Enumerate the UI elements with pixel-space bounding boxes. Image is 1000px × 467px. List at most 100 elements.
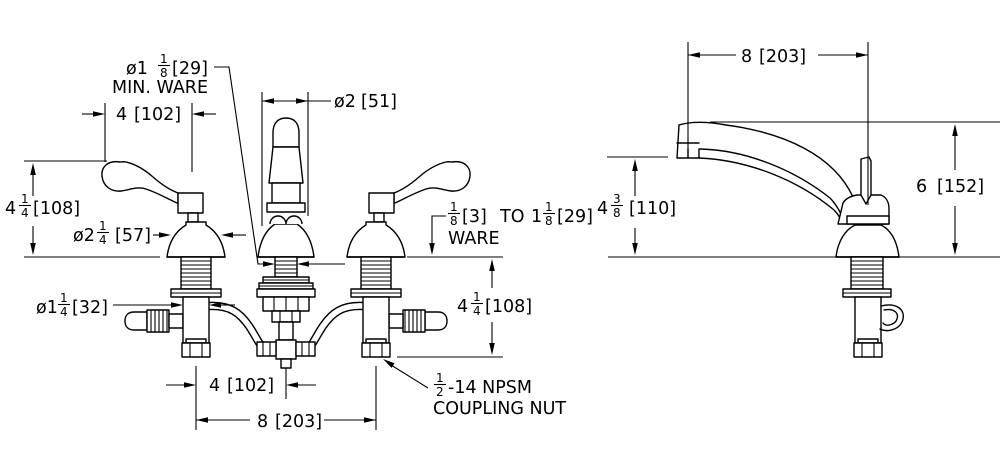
spout-block — [271, 182, 301, 204]
coupling-frac-den: 2 — [436, 385, 444, 399]
escutcheon-dia-prefix: ø2 — [334, 92, 356, 112]
handle-neck — [187, 212, 199, 223]
side-bell-base — [835, 224, 900, 258]
height-below-frac-den: 4 — [473, 304, 481, 318]
side-threaded-shank — [850, 256, 884, 290]
handle-base-dia-prefix: ø2 — [73, 226, 95, 246]
front-view-dimensions: 4 [102] ø1 1 8 [29] MIN. WARE ø2 [51] — [5, 52, 593, 432]
outlet-clearance-num: 3 — [613, 192, 621, 206]
dim-handle-base-diameter: ø2 1 4 [57] — [73, 219, 246, 247]
spout-shank — [274, 256, 298, 278]
ware-frac1-num: 1 — [450, 200, 458, 214]
side-coupling-nut — [853, 338, 883, 358]
center-spacing-metric: [102] — [227, 376, 274, 396]
height-above-frac-num: 1 — [21, 192, 29, 206]
ware-whole2: 1 — [531, 207, 542, 227]
dim-shank-diameter: ø1 1 4 [32] — [36, 291, 235, 319]
handle-base-dia-num: 1 — [99, 219, 107, 233]
outlet-clearance-metric: [110] — [629, 199, 676, 219]
tee-right-nut — [295, 341, 316, 357]
dim-height-below-deck: 4 1 4 [108] — [397, 259, 532, 358]
min-ware-prefix: ø1 — [126, 59, 148, 79]
min-ware-frac-num: 1 — [160, 52, 168, 66]
shank-dia-prefix: ø1 — [36, 298, 58, 318]
dim-min-ware: ø1 1 8 [29] MIN. WARE — [112, 52, 345, 267]
ware-frac2-num: 1 — [545, 200, 553, 214]
spout-column — [268, 146, 304, 184]
shank-dia-den: 4 — [60, 305, 68, 319]
center-spacing-value: 4 — [209, 376, 220, 396]
spout-base-bell — [257, 223, 315, 258]
handle-length-value: 4 — [116, 105, 127, 125]
spout-height-metric: [152] — [937, 177, 984, 197]
side-view-dimensions: 8 [203] 4 3 8 [110] 6 [152] — [597, 42, 1000, 258]
overall-spacing-metric: [203] — [275, 412, 322, 432]
dim-overall-center-spacing: 8 [203] — [196, 412, 376, 432]
dim-coupling-nut: 1 2 -14 NPSM COUPLING NUT — [383, 359, 566, 419]
dim-spout-reach: 8 [203] — [687, 42, 869, 205]
right-handle-assembly — [307, 162, 470, 357]
handle-stem — [177, 192, 204, 214]
dim-spout-height: 6 [152] — [710, 121, 1000, 255]
dim-escutcheon-diameter: ø2 [51] — [261, 92, 397, 226]
spout-collar — [266, 202, 306, 213]
threaded-shank — [180, 256, 212, 290]
spout-cap — [272, 117, 300, 148]
height-below-frac-num: 1 — [473, 290, 481, 304]
dim-faucet-center-spacing: 4 [102] — [166, 366, 377, 430]
washers — [258, 276, 314, 290]
ware-frac2-den: 8 — [545, 214, 553, 228]
control-lever — [860, 156, 872, 205]
front-view — [101, 117, 470, 369]
flange-ring — [256, 288, 316, 298]
lobed-locknut — [262, 296, 310, 312]
tee-body — [275, 339, 297, 360]
center-tube — [278, 321, 294, 341]
coupling-frac-num: 1 — [436, 371, 444, 385]
housing-collar — [846, 215, 890, 225]
side-valve-body — [854, 296, 882, 344]
height-below-metric: [108] — [485, 297, 532, 317]
coupling-nut — [181, 338, 211, 358]
dim-height-above-deck: 4 1 4 [108] — [5, 160, 160, 258]
dim-outlet-clearance: 4 3 8 [110] — [597, 156, 676, 255]
dim-handle-length: 4 [102] — [82, 103, 216, 172]
handle-base-dia-metric: [57] — [115, 226, 151, 246]
handle-base-dia-den: 4 — [99, 233, 107, 247]
escutcheon-dia-metric: [51] — [361, 92, 397, 112]
side-mounting-flange — [842, 288, 892, 298]
spout-reach-metric: [203] — [759, 47, 806, 67]
height-above-metric: [108] — [33, 199, 80, 219]
spout-height-value: 6 — [916, 177, 927, 197]
shank-dia-num: 1 — [60, 291, 68, 305]
dim-ware-thickness: 1 8 [3] TO 1 1 8 [29] WARE — [407, 200, 593, 258]
swivel-joint — [269, 215, 303, 225]
ware-note: WARE — [448, 229, 500, 249]
height-above-whole: 4 — [5, 199, 16, 219]
ware-joiner: TO — [499, 207, 524, 227]
hose-hook — [879, 304, 904, 332]
min-ware-note: MIN. WARE — [112, 78, 208, 98]
handle-length-metric: [102] — [134, 105, 181, 125]
wrist-blade-handle — [101, 160, 179, 204]
tee-outlet-stub — [280, 358, 292, 369]
coupling-note: COUPLING NUT — [433, 399, 566, 419]
hex-fitting — [271, 310, 301, 323]
valve-body — [182, 296, 210, 344]
tee-left-nut — [256, 341, 277, 357]
inlet-fitting — [124, 309, 184, 333]
spout-side — [676, 121, 854, 225]
outlet-clearance-whole: 4 — [597, 199, 608, 219]
spout-reach-value: 8 — [741, 47, 752, 67]
shank-dia-metric: [32] — [72, 298, 108, 318]
spout-mid-edge — [699, 148, 842, 215]
min-ware-metric: [29] — [172, 59, 208, 79]
overall-spacing-value: 8 — [257, 412, 268, 432]
left-handle-assembly — [101, 160, 270, 358]
height-below-whole: 4 — [457, 297, 468, 317]
handle-bell-base — [166, 221, 226, 258]
ware-metric1: [3] — [462, 207, 487, 227]
min-ware-frac-den: 8 — [160, 66, 168, 80]
